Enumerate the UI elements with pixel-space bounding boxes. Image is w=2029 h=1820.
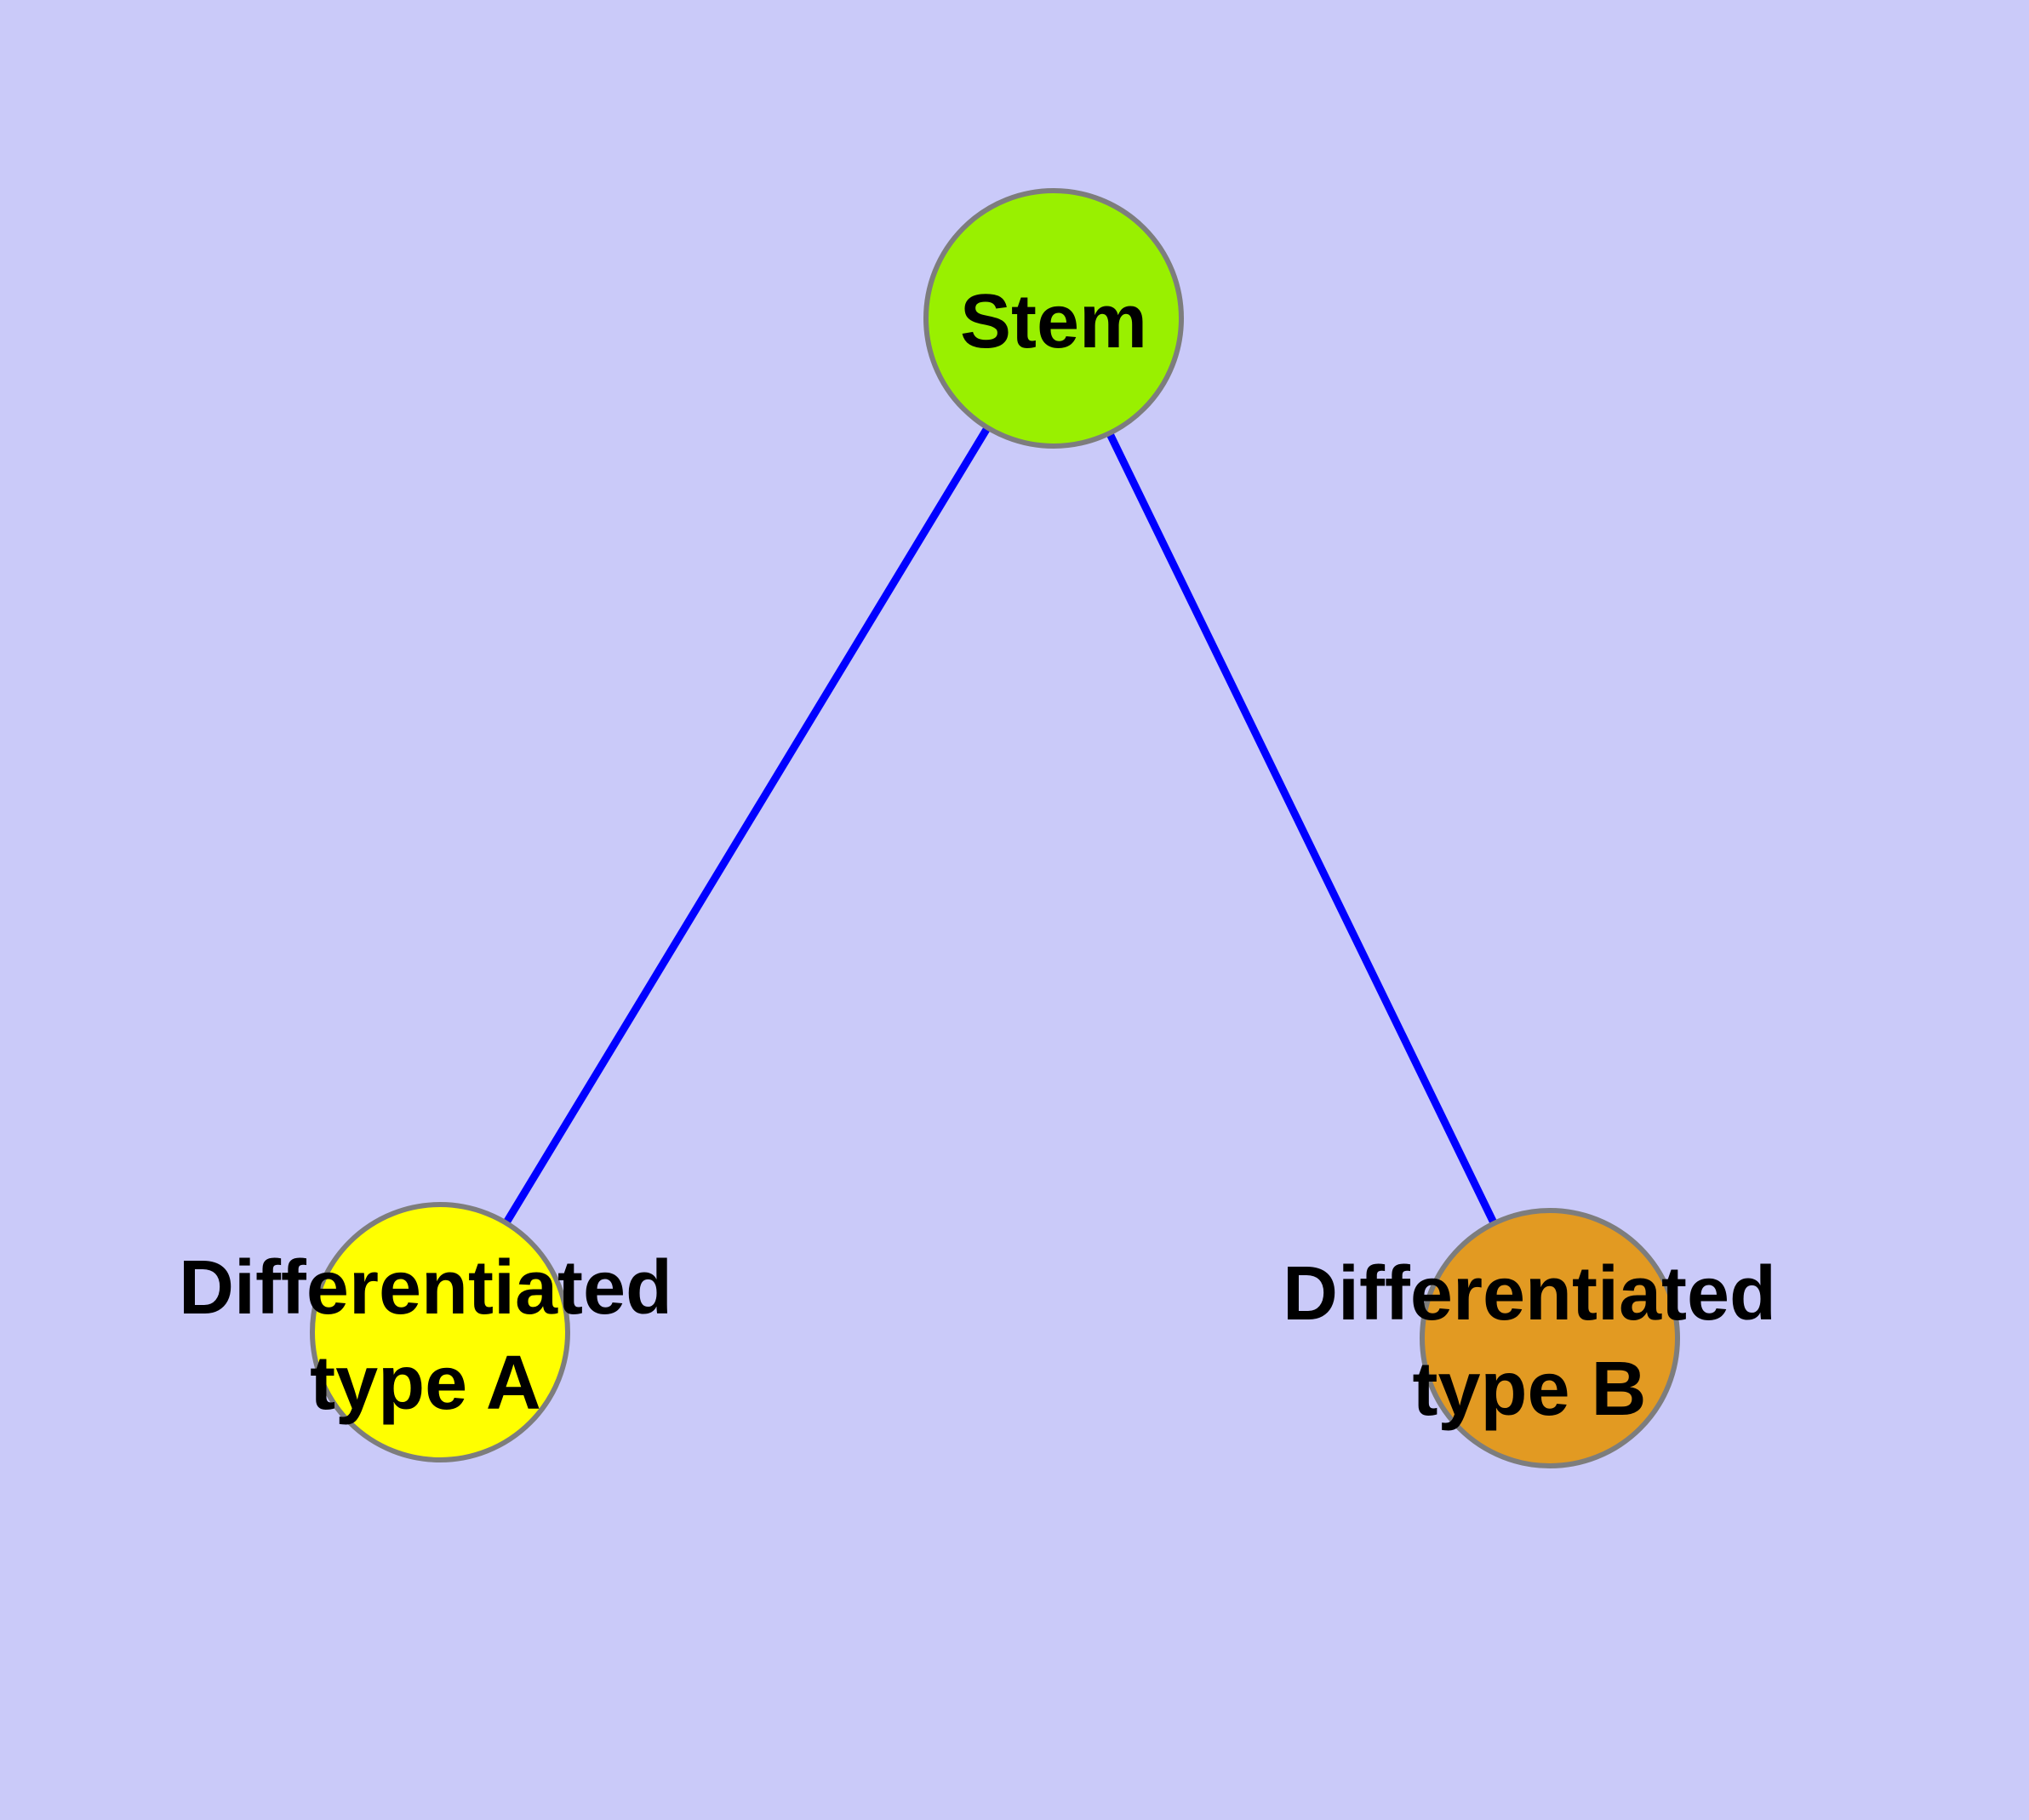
node-label-differentiated-type-b-line-1: Differentiated	[1283, 1251, 1776, 1336]
node-circle-differentiated-type-b	[1420, 1208, 1680, 1468]
node-label-differentiated-type-a-line-2: type A	[310, 1341, 541, 1426]
node-differentiated-type-b: Differentiated type B	[1283, 1208, 1776, 1468]
node-differentiated-type-a: Differentiated type A	[179, 1202, 672, 1462]
node-label-differentiated-type-a-line-1: Differentiated	[179, 1245, 672, 1331]
node-circle-stem	[923, 188, 1184, 449]
node-label-differentiated-type-b-line-2: type B	[1412, 1347, 1646, 1432]
node-circle-differentiated-type-a	[310, 1202, 570, 1462]
node-label-stem-line-1: Stem	[960, 279, 1147, 364]
edge-stem-to-differentiated-type-b	[1049, 317, 1554, 1340]
edge-stem-to-differentiated-type-a	[437, 316, 1057, 1335]
node-stem: Stem	[923, 188, 1184, 449]
